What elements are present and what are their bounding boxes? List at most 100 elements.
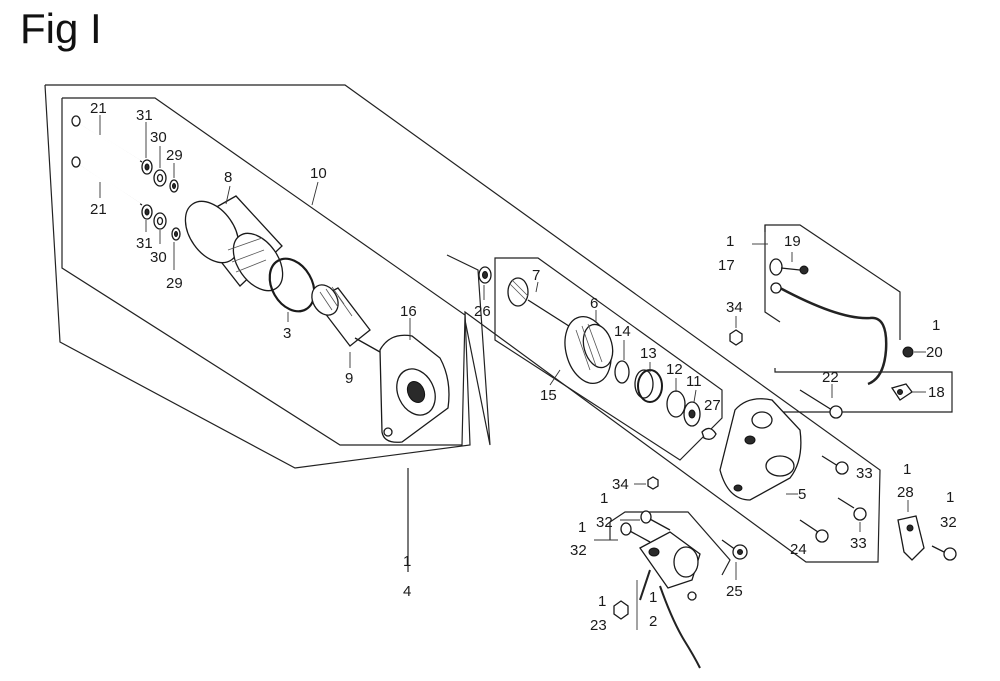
terminal-assembly-2 xyxy=(639,531,701,669)
nut-34-upper xyxy=(729,329,743,346)
bolt-32-a xyxy=(640,510,671,531)
label-4: 4 xyxy=(403,583,411,600)
wire-harness-20 xyxy=(770,282,914,386)
bolt-32-c xyxy=(931,545,957,561)
figure-title: Fig I xyxy=(20,5,102,52)
pinion-gear-7 xyxy=(507,277,573,329)
leader-7 xyxy=(535,281,539,293)
label-18: 18 xyxy=(928,384,945,401)
label-1-bracket: 1 xyxy=(903,461,911,478)
label-9: 9 xyxy=(345,370,353,387)
washer-29-lower xyxy=(171,227,181,241)
label-14: 14 xyxy=(614,323,631,340)
label-2: 2 xyxy=(649,613,657,630)
outline-26 xyxy=(446,254,491,446)
label-1-bolt32b: 1 xyxy=(578,519,586,536)
label-33-lower: 33 xyxy=(850,535,867,552)
bracket-28 xyxy=(897,515,925,561)
ring-12 xyxy=(666,390,686,418)
outline-18 xyxy=(774,368,953,413)
label-17: 17 xyxy=(718,257,735,274)
armature-9 xyxy=(311,284,381,353)
label-12: 12 xyxy=(666,361,683,378)
bolt-32-b xyxy=(620,522,651,543)
label-15: 15 xyxy=(540,387,557,404)
washer-29-upper xyxy=(169,179,179,193)
reference-labels: 21 31 30 29 8 10 21 31 30 29 3 16 9 1 4 … xyxy=(90,100,957,634)
solenoid-body-5 xyxy=(719,398,802,501)
label-31-lower: 31 xyxy=(136,235,153,252)
label-32-c: 32 xyxy=(940,514,957,531)
relay-subassembly-outline-2 xyxy=(764,225,781,323)
label-23: 23 xyxy=(590,617,607,634)
label-26: 26 xyxy=(474,303,491,320)
assembly-outline-main xyxy=(44,84,881,563)
clutch-subassembly-outline xyxy=(494,257,723,461)
label-30-lower: 30 xyxy=(150,249,167,266)
washer-11-hole xyxy=(688,409,696,419)
label-1-relay: 1 xyxy=(726,233,734,250)
motor-subassembly-outline xyxy=(61,97,466,446)
clutch-gear-6 xyxy=(564,316,614,384)
clip-27 xyxy=(701,427,717,440)
label-8: 8 xyxy=(224,169,232,186)
bolt-22 xyxy=(799,389,843,419)
washer-31-upper xyxy=(141,159,153,175)
label-21-upper: 21 xyxy=(90,100,107,117)
bolt-21-lower xyxy=(71,156,143,206)
label-31-upper: 31 xyxy=(136,107,153,124)
screw-19 xyxy=(769,258,809,276)
label-34-upper: 34 xyxy=(726,299,743,316)
washer-30-upper xyxy=(153,169,167,187)
label-22: 22 xyxy=(822,369,839,386)
clip-18 xyxy=(890,383,913,401)
label-13: 13 xyxy=(640,345,657,362)
washer-31-lower xyxy=(141,204,153,220)
terminal-subassembly-outline xyxy=(609,511,731,576)
front-cover-16 xyxy=(379,334,450,443)
spring-13-inner xyxy=(634,369,654,399)
leader-11 xyxy=(693,389,697,403)
label-1-bolt32c: 1 xyxy=(946,489,954,506)
nut-34-lower xyxy=(647,476,659,490)
bolt-24 xyxy=(799,519,829,543)
label-29-upper: 29 xyxy=(166,147,183,164)
label-28: 28 xyxy=(897,484,914,501)
leader-8 xyxy=(225,185,231,205)
label-30-upper: 30 xyxy=(150,129,167,146)
label-27: 27 xyxy=(704,397,721,414)
label-21-lower: 21 xyxy=(90,201,107,218)
label-29-lower: 29 xyxy=(166,275,183,292)
label-5: 5 xyxy=(798,486,806,503)
bolt-21-upper xyxy=(71,115,143,163)
washer-30-lower xyxy=(153,212,167,230)
label-32-b: 32 xyxy=(570,542,587,559)
label-1-nut23: 1 xyxy=(598,593,606,610)
label-20: 20 xyxy=(926,344,943,361)
label-6: 6 xyxy=(590,295,598,312)
label-11: 11 xyxy=(686,373,702,390)
label-10: 10 xyxy=(310,165,327,182)
leader-10 xyxy=(311,181,319,206)
washer-26 xyxy=(478,266,492,284)
label-16: 16 xyxy=(400,303,417,320)
label-1-harness: 1 xyxy=(932,317,940,334)
label-24: 24 xyxy=(790,541,807,558)
leader-15 xyxy=(549,369,561,386)
label-19: 19 xyxy=(784,233,801,250)
motor-yoke-8 xyxy=(184,195,284,292)
ring-14 xyxy=(614,360,630,384)
label-25: 25 xyxy=(726,583,743,600)
label-33-upper: 33 xyxy=(856,465,873,482)
label-1-terminal: 1 xyxy=(649,589,657,606)
nut-23 xyxy=(613,600,629,620)
bolt-33-lower xyxy=(837,497,867,521)
label-1-bolt32a: 1 xyxy=(600,490,608,507)
label-34-lower: 34 xyxy=(612,476,629,493)
bolt-33-upper xyxy=(821,455,849,475)
nut-25 xyxy=(721,539,748,560)
o-ring-3 xyxy=(268,257,316,313)
label-3: 3 xyxy=(283,325,291,342)
